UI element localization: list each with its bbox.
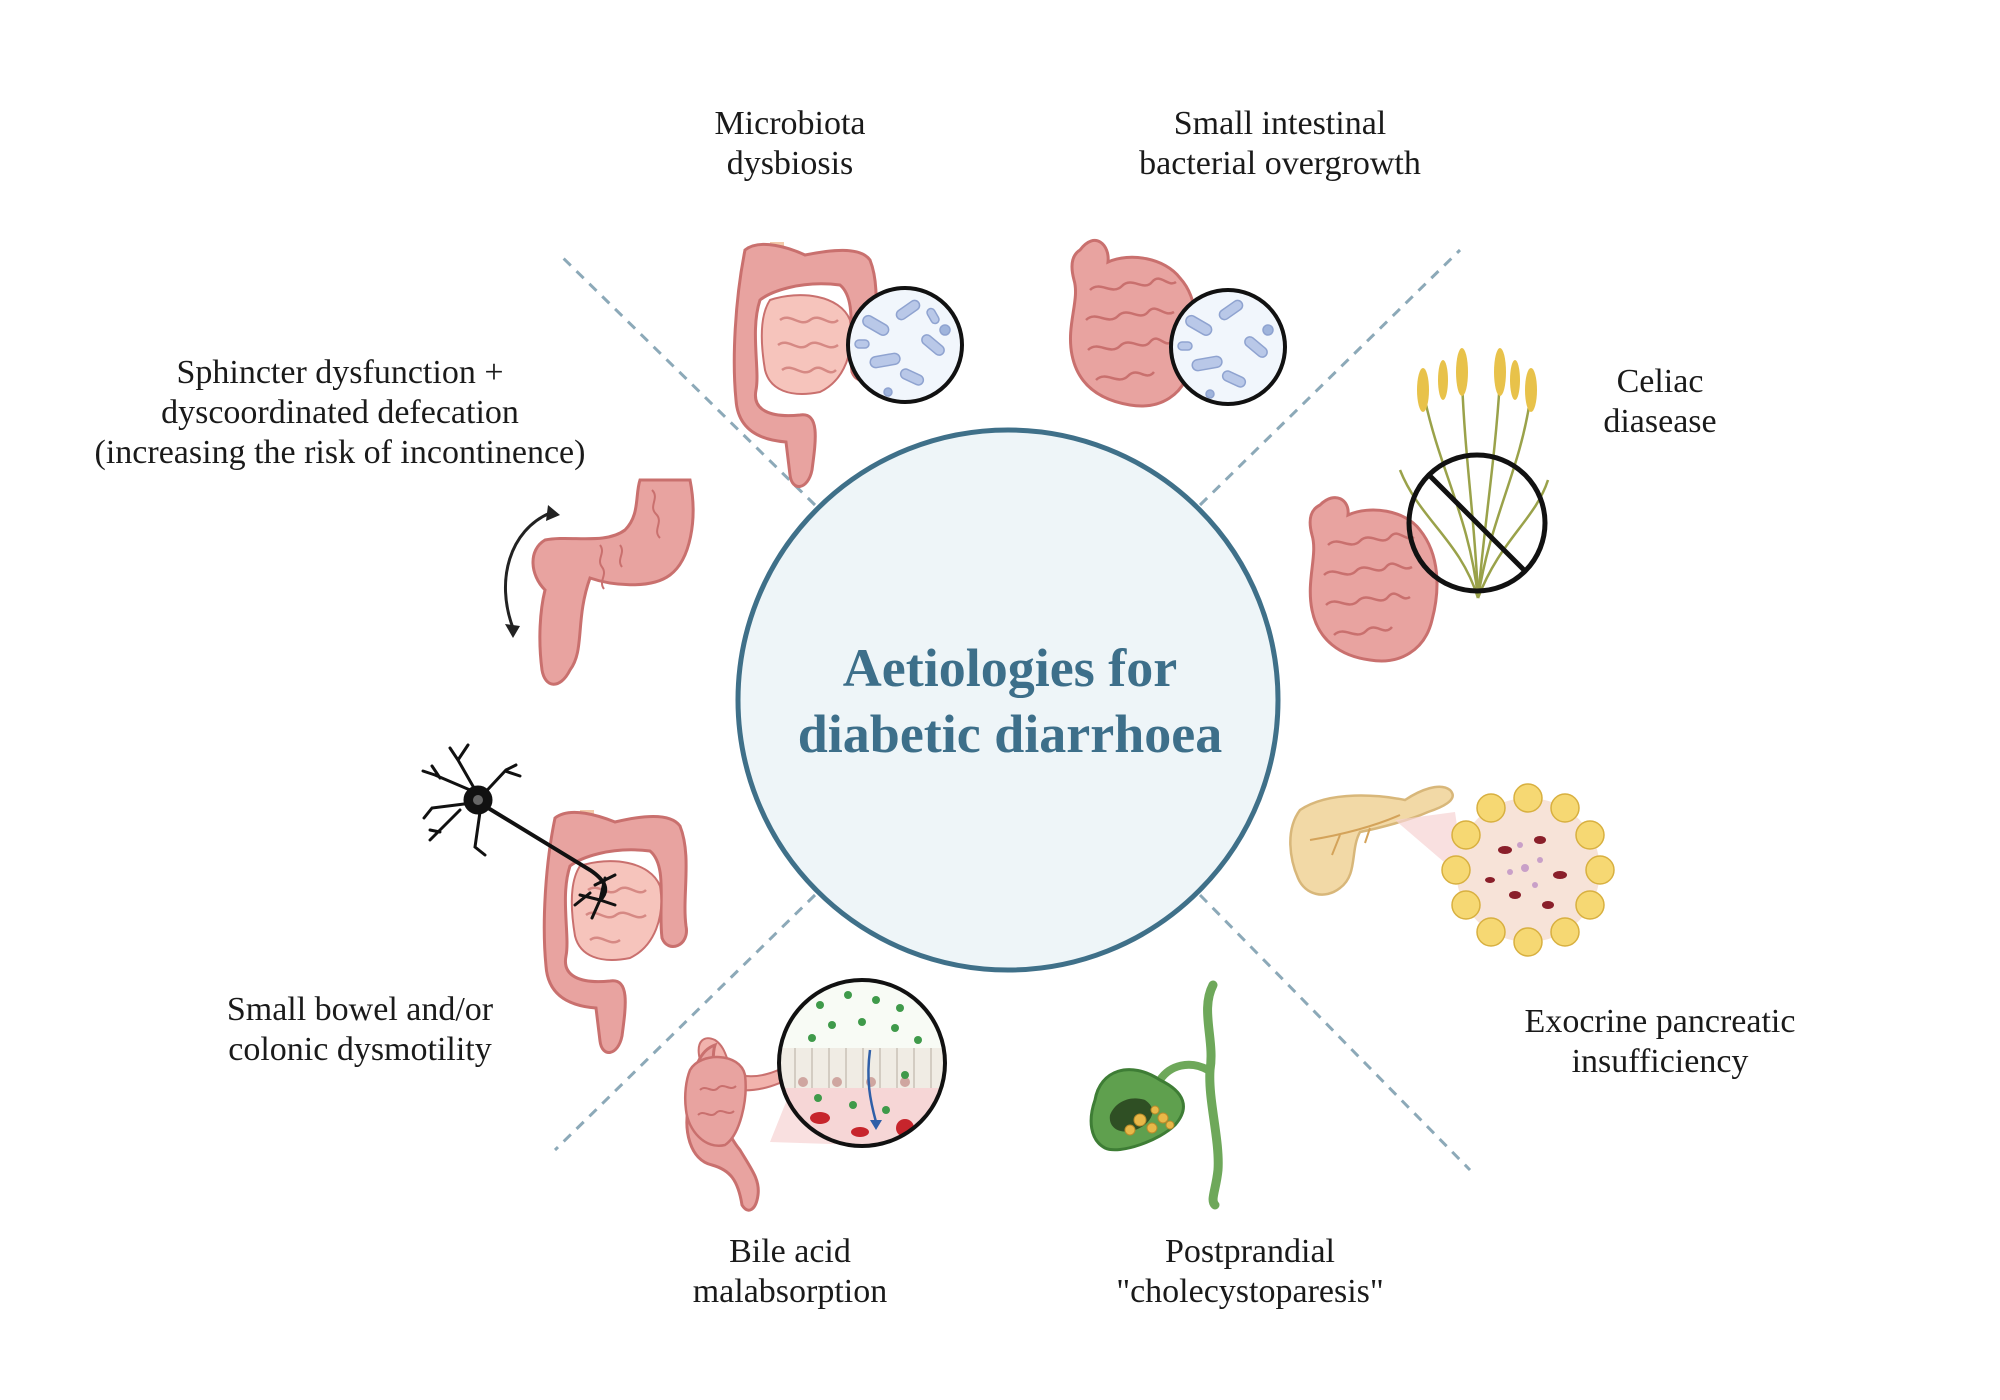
gallbladder-illustration xyxy=(1089,980,1223,1210)
label-line: diasease xyxy=(1603,403,1717,440)
label-line: "cholecystoparesis" xyxy=(1116,1273,1384,1310)
label-line: Sphincter dysfunction + xyxy=(176,354,504,391)
bacteria-magnifier-1 xyxy=(846,286,964,404)
bile-acid-magnifier xyxy=(777,978,947,1148)
colon-bacteria-illustration xyxy=(732,242,964,488)
label-line: insufficiency xyxy=(1571,1043,1749,1080)
label-line: dyscoordinated defecation xyxy=(161,394,519,431)
label-line: Postprandial xyxy=(1165,1233,1335,1270)
label-line: dysbiosis xyxy=(726,145,854,182)
label-exocrine-pancreatic: Exocrine pancreatic insufficiency xyxy=(1500,1002,1820,1082)
label-celiac: Celiac diasease xyxy=(1560,362,1760,442)
acinar-cells-icon xyxy=(1441,783,1615,957)
label-line: Small bowel and/or xyxy=(226,991,494,1028)
small-intestine-bacteria-illustration xyxy=(1069,239,1287,408)
divider-lines xyxy=(320,100,1680,1300)
label-bile-acid: Bile acid malabsorption xyxy=(660,1232,920,1312)
label-line: Small intestinal xyxy=(1173,105,1387,142)
label-microbiota-dysbiosis: Microbiota dysbiosis xyxy=(660,104,920,184)
center-title-line-1: Aetiologies for xyxy=(842,638,1178,698)
divider-southeast xyxy=(1198,893,1472,1172)
curved-arrow-icon xyxy=(504,505,560,638)
neuron-icon xyxy=(421,743,617,920)
divider-northeast xyxy=(1198,248,1462,507)
label-line: Celiac xyxy=(1616,363,1704,400)
label-line: malabsorption xyxy=(692,1273,888,1310)
label-sibo: Small intestinal bacterial overgrowth xyxy=(1100,104,1460,184)
divider-northwest xyxy=(558,253,817,507)
label-line: bacterial overgrowth xyxy=(1139,145,1421,182)
label-line: Exocrine pancreatic xyxy=(1524,1003,1796,1040)
neuron-colon-illustration xyxy=(421,743,688,1054)
label-line: Microbiota xyxy=(714,105,866,142)
bacteria-magnifier-2 xyxy=(1169,288,1287,406)
label-dysmotility: Small bowel and/or colonic dysmotility xyxy=(200,990,520,1070)
center-title: Aetiologies for diabetic diarrhoea xyxy=(735,635,1285,767)
celiac-illustration xyxy=(1308,348,1550,663)
label-line: (increasing the risk of incontinence) xyxy=(94,434,586,471)
label-line: colonic dysmotility xyxy=(228,1031,492,1068)
wheat-icon xyxy=(1398,348,1550,599)
divider-southwest xyxy=(553,893,817,1152)
label-cholecystoparesis: Postprandial "cholecystoparesis" xyxy=(1090,1232,1410,1312)
label-line: Bile acid xyxy=(729,1233,851,1270)
center-title-line-2: diabetic diarrhoea xyxy=(797,704,1223,764)
label-sphincter-dysfunction: Sphincter dysfunction + dyscoordinated d… xyxy=(60,353,620,473)
pancreas-illustration xyxy=(1289,783,1615,957)
bile-acid-illustration xyxy=(683,978,947,1212)
center-circle xyxy=(735,427,1281,973)
rectum-sphincter-illustration xyxy=(504,478,695,686)
prohibited-icon xyxy=(1406,452,1548,594)
